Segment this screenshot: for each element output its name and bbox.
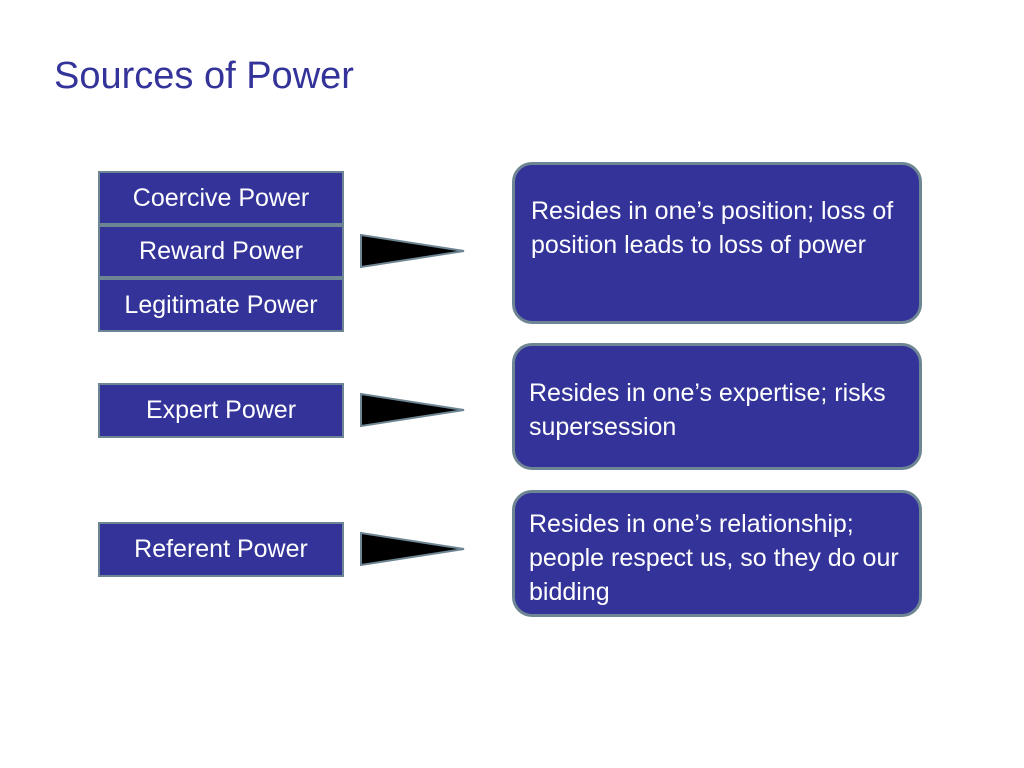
source-box-referent-power: Referent Power <box>98 522 344 577</box>
source-box-reward-power: Reward Power <box>98 225 344 278</box>
slide-title: Sources of Power <box>54 55 354 97</box>
description-box-expertise: Resides in one’s expertise; risks supers… <box>512 343 922 470</box>
arrow-right-icon <box>360 392 465 428</box>
description-box-relationship: Resides in one’s relationship; people re… <box>512 490 922 617</box>
description-box-position: Resides in one’s position; loss of posit… <box>512 162 922 324</box>
arrow-right-icon <box>360 233 465 269</box>
source-box-legitimate-power: Legitimate Power <box>98 278 344 332</box>
source-box-coercive-power: Coercive Power <box>98 171 344 225</box>
source-box-expert-power: Expert Power <box>98 383 344 438</box>
arrow-right-icon <box>360 531 465 567</box>
